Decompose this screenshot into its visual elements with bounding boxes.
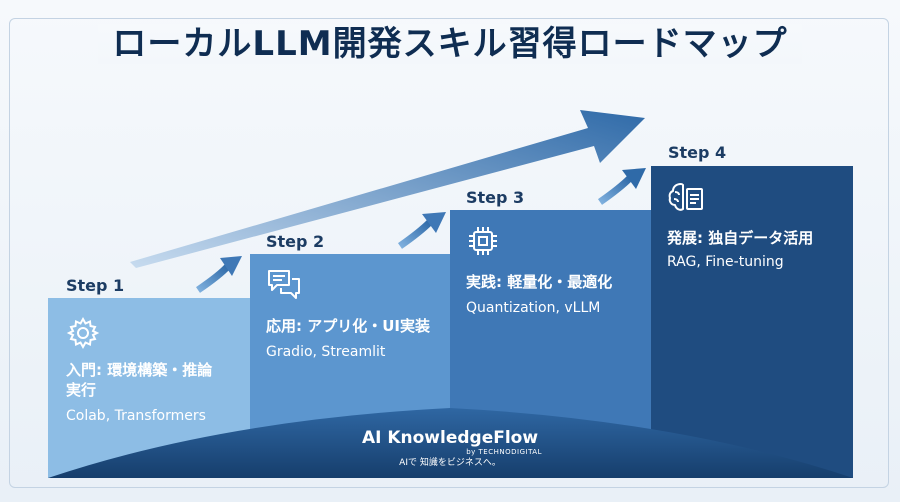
step-4-label: Step 4 [668,143,727,162]
step-1-heading-line2: 実行 [66,381,97,399]
growth-arrow [130,110,645,268]
brand-name: AI KnowledgeFlow [361,428,539,448]
page-title: ローカルLLM開発スキル習得ロードマップ [0,16,900,65]
outer-frame [9,18,889,488]
chat-bubbles-icon [268,270,300,299]
step-2-heading: 応用: アプリ化・UI実装 [266,317,430,335]
step-arrow-3 [597,175,633,205]
brand-tagline: AIで 知識をビジネスへ。 [399,458,501,468]
step-arrow-1 [196,263,231,293]
step-arrow-2 [397,219,433,249]
chip-icon [469,227,497,255]
step-3-heading: 実践: 軽量化・最適化 [466,273,613,291]
step-4-block: 発展: 独自データ活用 RAG, Fine-tuning [651,166,853,478]
gear-icon [66,316,100,350]
step-4-heading: 発展: 独自データ活用 [667,229,814,247]
step-2-tools: Gradio, Streamlit [266,344,386,360]
step-4-tools: RAG, Fine-tuning [667,254,784,270]
step-1-tools: Colab, Transformers [66,408,206,424]
step-3-label: Step 3 [466,188,525,207]
brain-document-icon [668,183,703,211]
step-3-tools: Quantization, vLLM [466,300,601,316]
step-1-block: 入門: 環境構築・推論 実行 Colab, Transformers [48,298,250,478]
brand-by: by TECHNODIGITAL [466,448,542,456]
step-2-label: Step 2 [266,232,325,251]
brand-block: AI KnowledgeFlow by TECHNODIGITAL AIで 知識… [330,428,570,469]
step-1-label: Step 1 [66,276,125,295]
step-1-heading-line1: 入門: 環境構築・推論 [66,361,213,379]
